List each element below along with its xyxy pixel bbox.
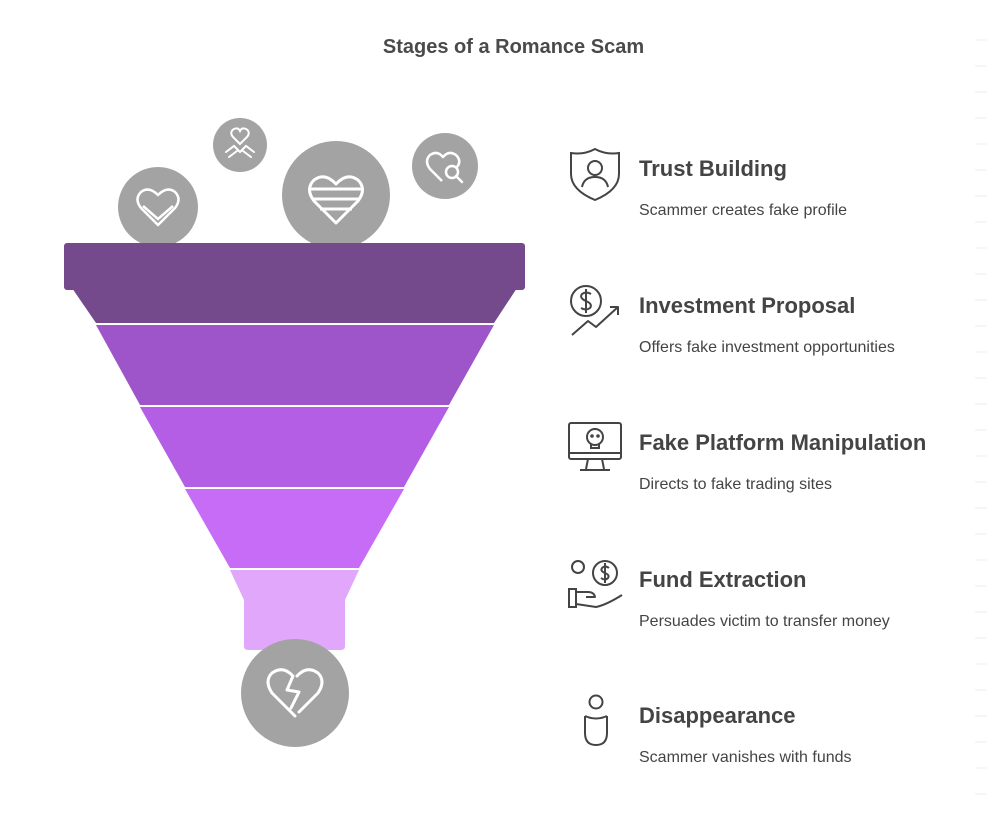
stage-title: Trust Building bbox=[639, 156, 787, 181]
funnel-layer-3 bbox=[140, 407, 449, 487]
stage-description: Directs to fake trading sites bbox=[639, 476, 832, 493]
striped-heart-icon bbox=[282, 141, 390, 249]
edge-ruler-marks bbox=[975, 39, 987, 795]
hand-coin-icon bbox=[568, 560, 623, 608]
stage-disappearance: Disappearance Scammer vanishes with fund… bbox=[566, 693, 966, 793]
funnel-graphic bbox=[64, 118, 525, 747]
funnel-spout bbox=[230, 570, 359, 650]
funnel-layer-1-lower bbox=[72, 288, 517, 323]
person-vanish-icon bbox=[584, 694, 608, 747]
funnel-layer-2 bbox=[96, 325, 494, 405]
heart-icon bbox=[118, 167, 198, 247]
stage-description: Persuades victim to transfer money bbox=[639, 613, 890, 630]
funnel-layer-1 bbox=[64, 243, 525, 290]
stage-fake-platform-manipulation: Fake Platform Manipulation Directs to fa… bbox=[566, 420, 966, 520]
broken-heart-icon bbox=[241, 639, 349, 747]
diagram-title: Stages of a Romance Scam bbox=[382, 36, 645, 58]
stage-title: Fake Platform Manipulation bbox=[639, 430, 927, 455]
dollar-growth-icon bbox=[570, 285, 619, 336]
shield-user-icon bbox=[570, 147, 620, 202]
stage-description: Scammer vanishes with funds bbox=[639, 749, 852, 766]
stage-description: Scammer creates fake profile bbox=[639, 202, 848, 219]
heart-hands-icon bbox=[213, 118, 267, 172]
stage-title: Disappearance bbox=[639, 703, 796, 728]
funnel-layer-4 bbox=[185, 489, 404, 568]
stage-fund-extraction: Fund Extraction Persuades victim to tran… bbox=[566, 557, 966, 657]
stage-title: Fund Extraction bbox=[639, 567, 807, 592]
stage-investment-proposal: Investment Proposal Offers fake investme… bbox=[566, 283, 966, 383]
monitor-skull-icon bbox=[568, 422, 622, 471]
stage-title: Investment Proposal bbox=[639, 293, 856, 318]
stage-trust-building: Trust Building Scammer creates fake prof… bbox=[566, 146, 966, 246]
stage-description: Offers fake investment opportunities bbox=[639, 339, 895, 356]
heart-search-icon bbox=[412, 133, 478, 199]
